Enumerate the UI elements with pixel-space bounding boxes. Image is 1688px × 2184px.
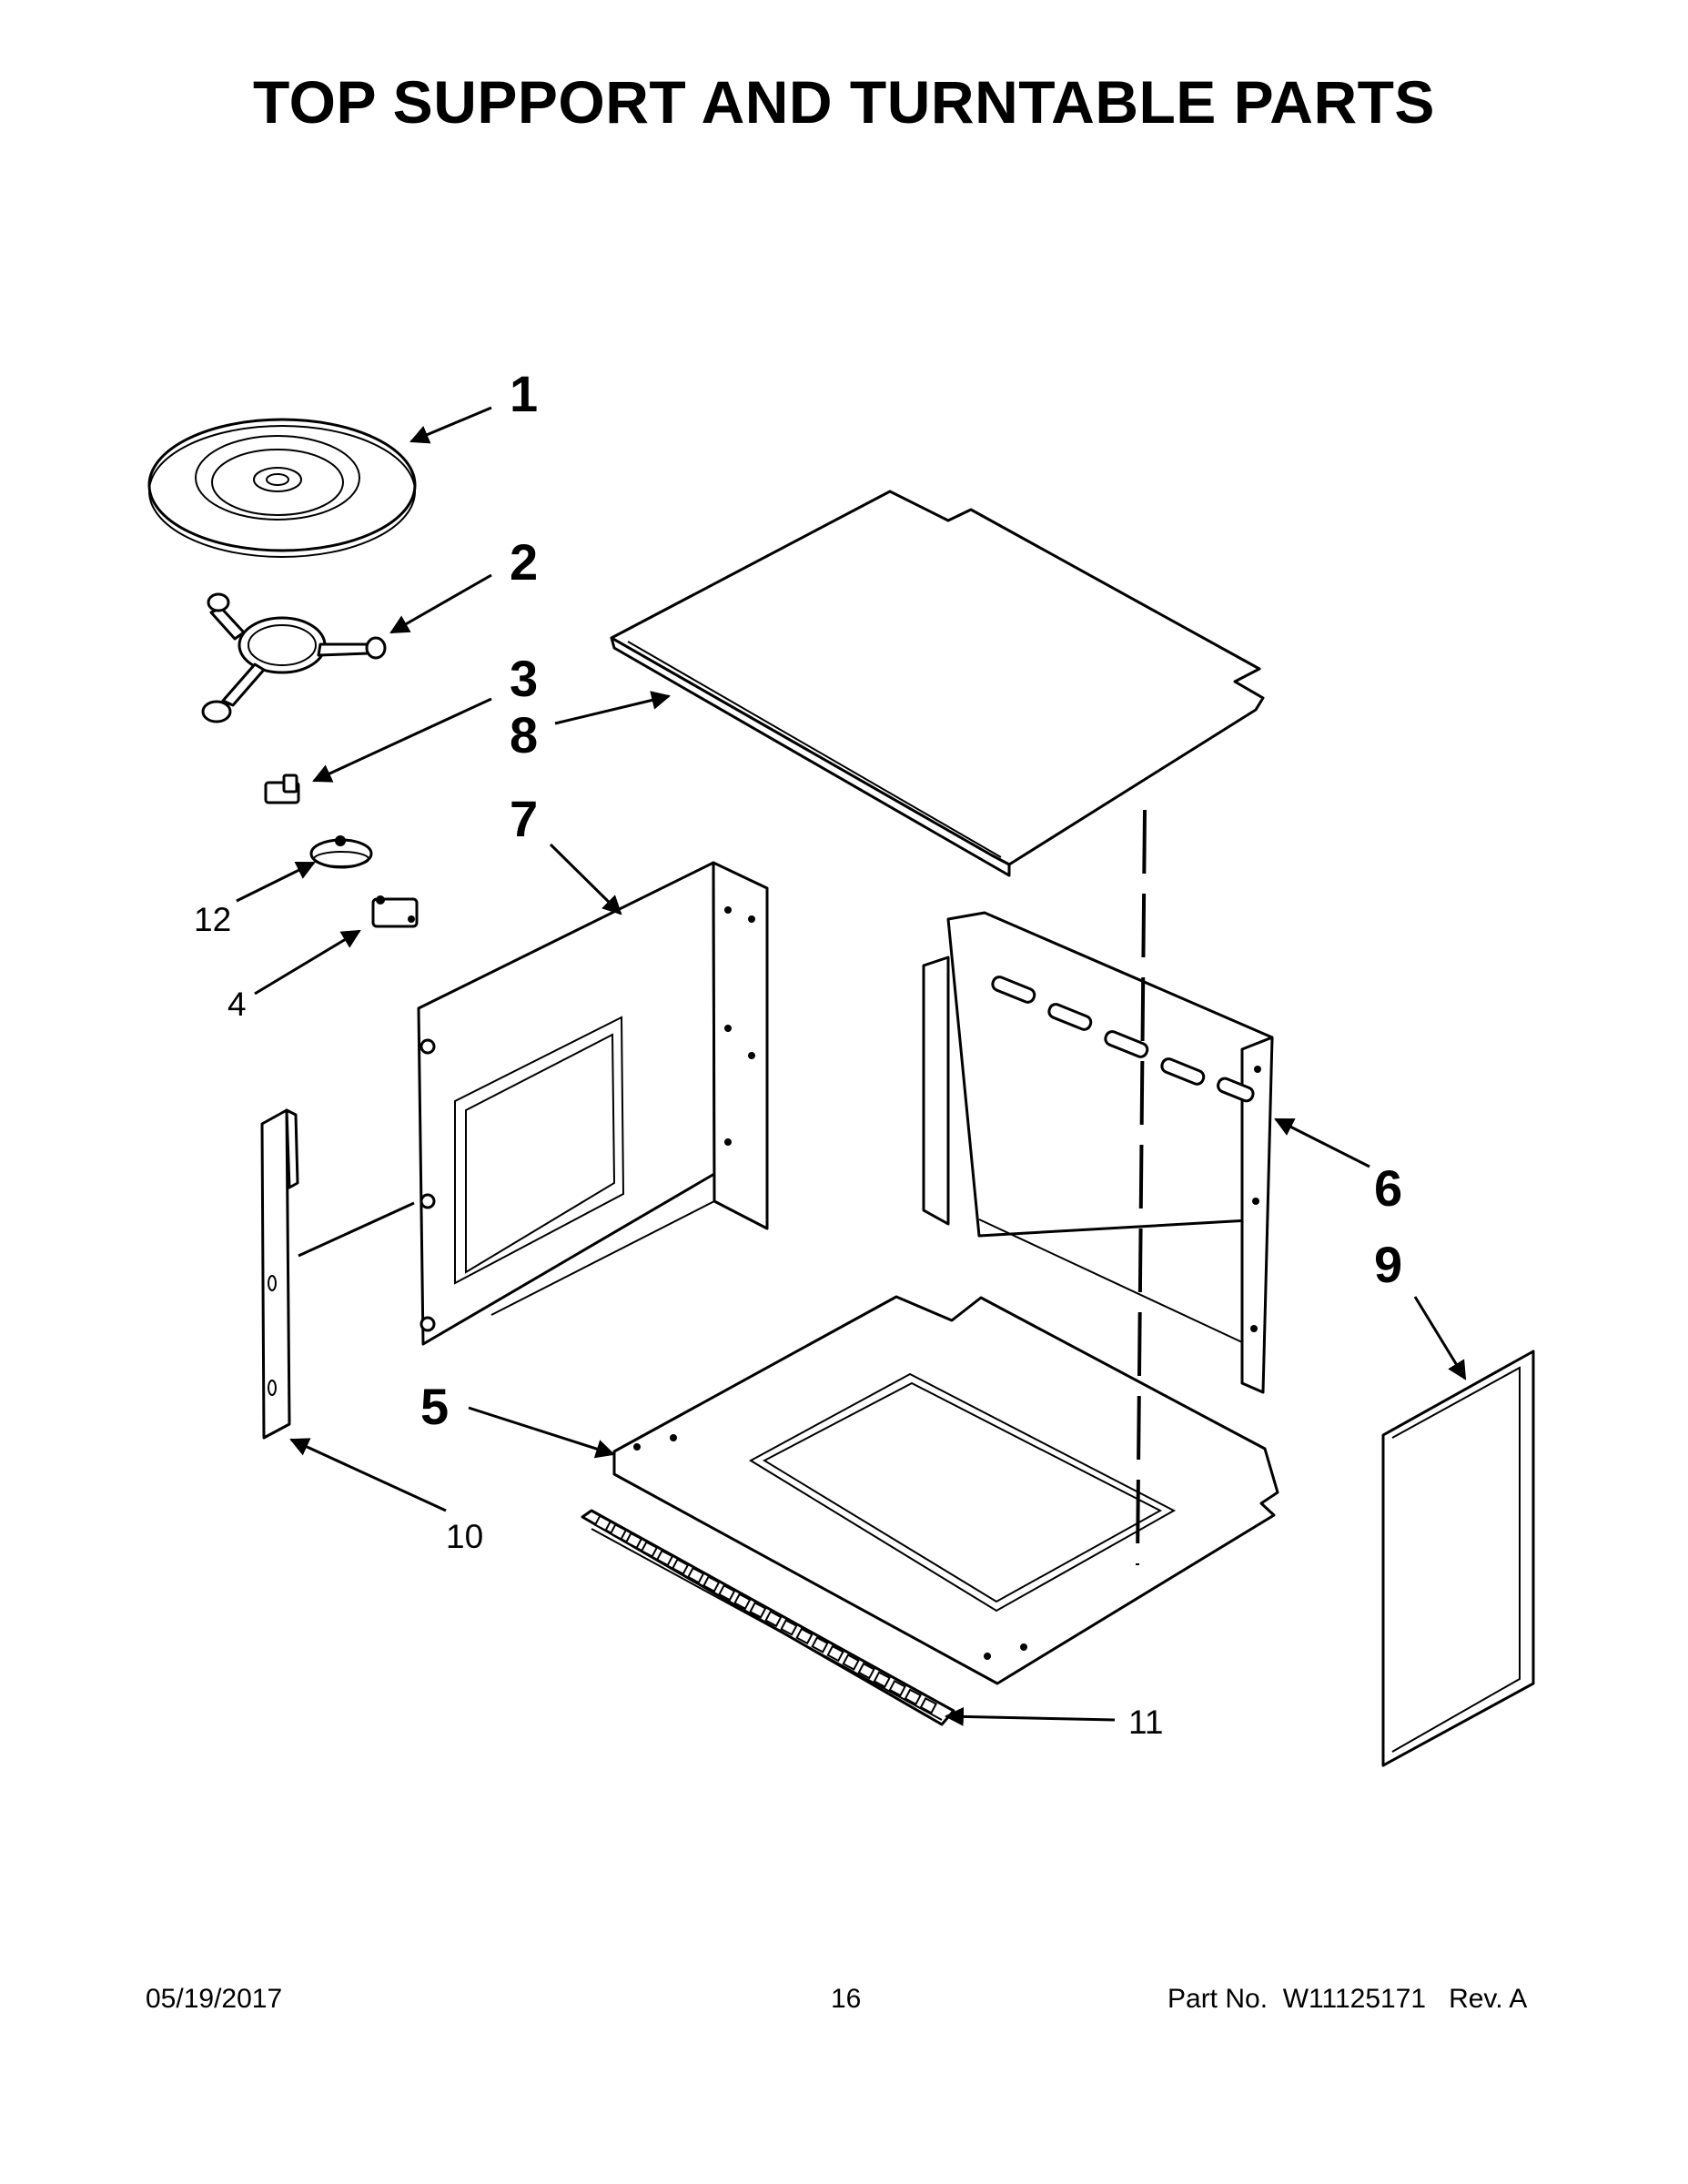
leader-line-8 — [554, 691, 672, 725]
footer-page-number: 16 — [831, 1984, 862, 2014]
grille-slot — [888, 1679, 906, 1697]
leader-line-1 — [409, 406, 492, 444]
leader-line-10 — [289, 1438, 447, 1512]
turntable-motor-small — [309, 835, 373, 869]
grille-slot — [826, 1644, 844, 1663]
footer-part-number: Part No. W11125171 Rev. A — [1167, 1986, 1527, 2013]
grille-slot — [686, 1566, 705, 1584]
footer-part-label: Part No. — [1167, 1984, 1269, 2014]
callout-9: 9 — [1374, 1236, 1403, 1293]
leader-line-11 — [944, 1706, 1116, 1726]
grille-slot — [671, 1558, 690, 1575]
callout-11: 11 — [1128, 1704, 1164, 1741]
grille-slot — [749, 1602, 767, 1619]
turntable-coupler — [264, 774, 300, 804]
right-side-cover — [1381, 1350, 1535, 1767]
leader-line-6 — [1274, 1117, 1370, 1168]
callout-5: 5 — [420, 1378, 450, 1435]
grille-slot — [873, 1671, 891, 1688]
page-title: TOP SUPPORT AND TURNTABLE PARTS — [253, 68, 1435, 136]
leader-line-12 — [236, 861, 316, 903]
footer-part-value: W11125171 — [1282, 1984, 1427, 2014]
grille-slot — [640, 1541, 659, 1558]
leader-line-panel7-bracket — [298, 1201, 415, 1258]
grille-slot — [702, 1575, 721, 1592]
callout-3: 3 — [510, 650, 539, 707]
grille-slot — [609, 1523, 628, 1541]
top-support-panel — [610, 490, 1265, 877]
turntable-tray — [147, 418, 417, 558]
grille-slot — [764, 1610, 783, 1628]
grille-slot — [842, 1653, 860, 1671]
left-bracket — [260, 1108, 299, 1440]
grille-slot — [780, 1619, 798, 1636]
grille-slot — [811, 1636, 829, 1653]
grille-slot — [733, 1592, 752, 1611]
grille-slot — [718, 1583, 736, 1602]
grille-slot — [655, 1549, 674, 1567]
right-side-panel — [922, 911, 1274, 1394]
callout-8: 8 — [510, 706, 539, 763]
callout-6: 6 — [1374, 1159, 1403, 1217]
roller-support — [201, 592, 387, 723]
leader-line-4 — [254, 929, 361, 996]
leader-line-7 — [549, 843, 622, 915]
footer-revision: Rev. A — [1449, 1984, 1528, 2014]
leader-line-9 — [1413, 1296, 1467, 1380]
grille-slot — [904, 1688, 922, 1706]
callout-10: 10 — [446, 1518, 484, 1555]
leader-line-3 — [312, 697, 492, 783]
grille-slot — [857, 1662, 875, 1680]
callout-2: 2 — [510, 533, 539, 591]
bottom-panel — [612, 1295, 1279, 1685]
turntable-motor — [371, 895, 419, 928]
grille-slot — [795, 1627, 814, 1645]
callout-4: 4 — [227, 986, 247, 1023]
footer-date: 05/19/2017 — [146, 1984, 283, 2014]
grille-slot — [593, 1514, 612, 1532]
callout-7: 7 — [510, 790, 539, 847]
grille-slot — [919, 1697, 938, 1714]
leader-line-2 — [389, 573, 492, 634]
callout-12: 12 — [194, 901, 232, 938]
vent-grille — [581, 1509, 955, 1726]
callout-1: 1 — [510, 365, 539, 422]
grille-slot — [624, 1532, 643, 1550]
left-side-panel — [417, 861, 769, 1346]
leader-line-5 — [468, 1406, 615, 1459]
alignment-centerline — [1136, 809, 1147, 1566]
